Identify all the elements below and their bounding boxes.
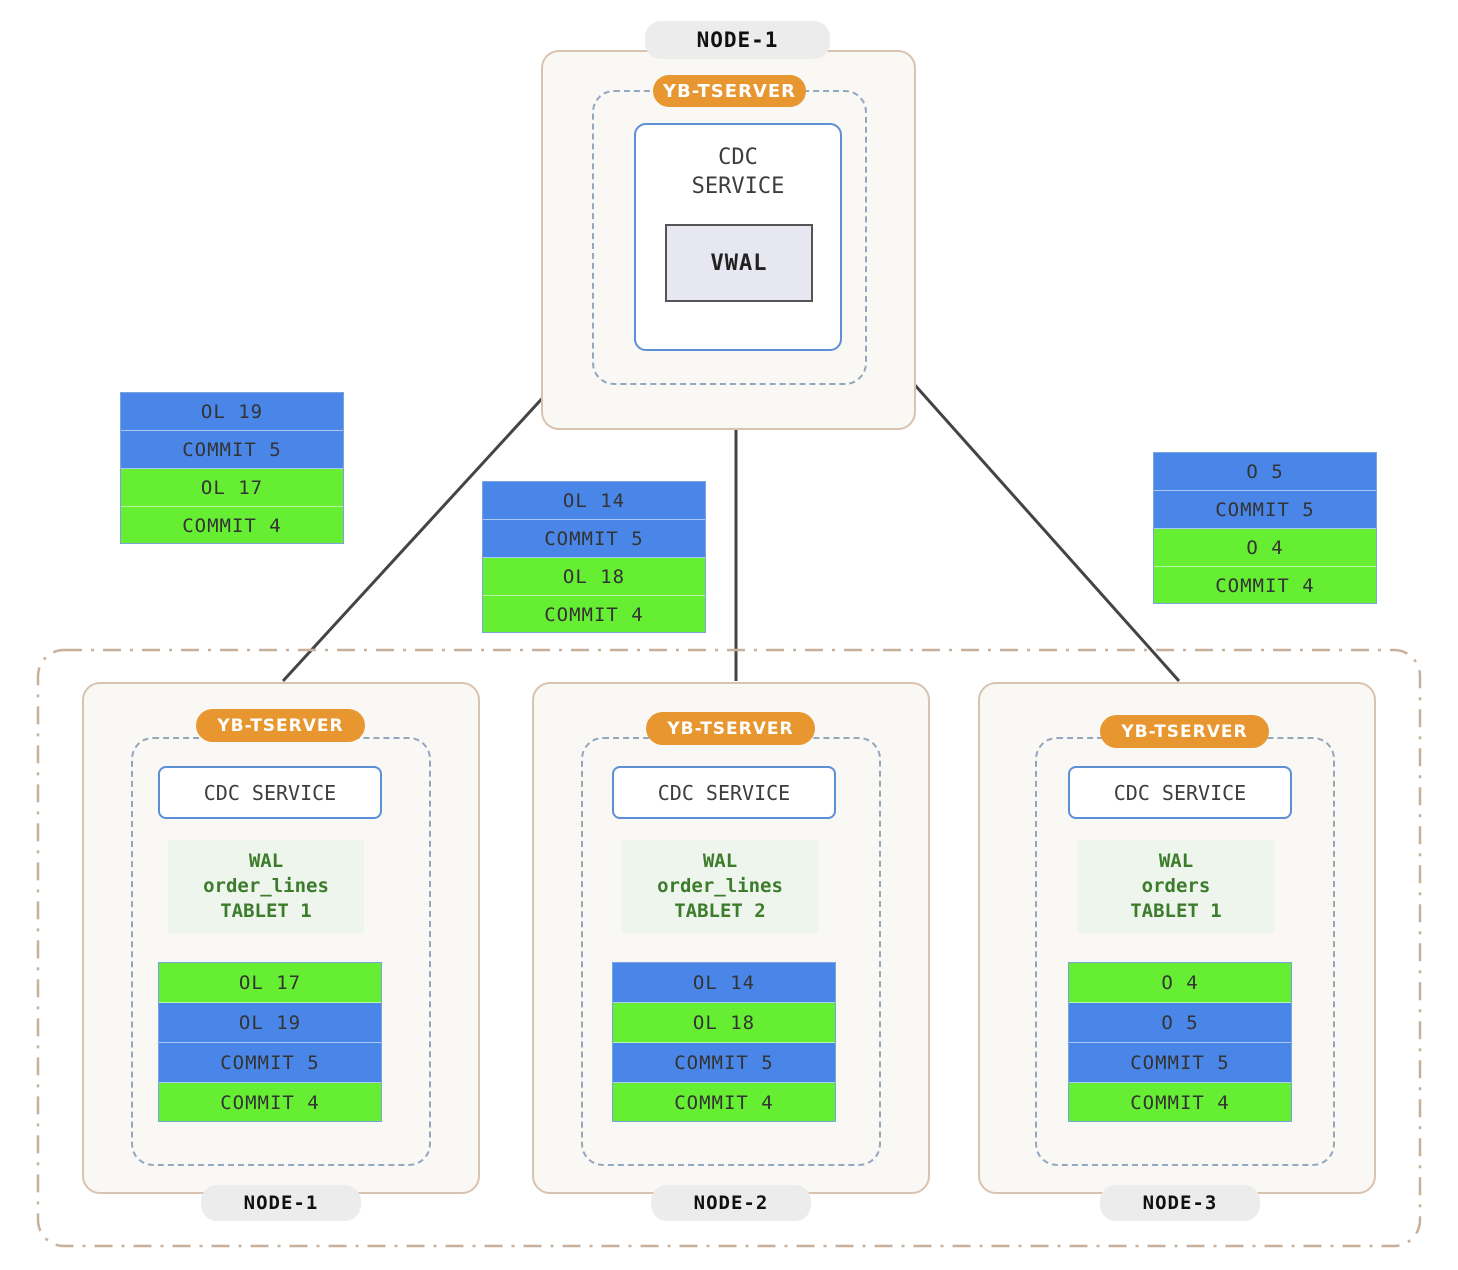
stack-row: COMMIT 5 — [483, 520, 705, 558]
stack-row: COMMIT 4 — [159, 1083, 381, 1121]
stack-row: COMMIT 4 — [613, 1083, 835, 1121]
stack-row: COMMIT 4 — [121, 507, 343, 543]
top-cdc-service-label: CDC SERVICE — [691, 145, 785, 200]
stack-row: COMMIT 5 — [121, 431, 343, 469]
stack-row: O 5 — [1069, 1003, 1291, 1043]
stack-row: OL 19 — [121, 393, 343, 431]
top-tserver-pill: YB-TSERVER — [653, 75, 806, 107]
stack-row: OL 17 — [121, 469, 343, 507]
cluster-tserver-pill-2[interactable]: YB-TSERVER — [646, 712, 815, 745]
cluster-wal-box-2: WAL order_lines TABLET 2 — [622, 840, 818, 933]
cluster-outline — [36, 648, 1422, 1248]
stack-row: O 4 — [1069, 963, 1291, 1003]
vwal-box: VWAL — [665, 224, 813, 302]
stack-row: O 4 — [1154, 529, 1376, 567]
stack-row: OL 19 — [159, 1003, 381, 1043]
left-stack: OL 19 COMMIT 5 OL 17 COMMIT 4 — [120, 392, 344, 544]
cluster-cdc-box-2[interactable]: CDC SERVICE — [612, 766, 836, 819]
cluster-tserver-label-2: YB-TSERVER — [667, 718, 794, 739]
cluster-wal-box-3: WAL orders TABLET 1 — [1078, 840, 1274, 933]
cluster-tserver-pill-1[interactable]: YB-TSERVER — [196, 709, 365, 742]
stack-row: COMMIT 4 — [483, 596, 705, 632]
top-node-label-pill: NODE-1 — [645, 21, 830, 59]
stack-row: OL 14 — [613, 963, 835, 1003]
stack-row: COMMIT 5 — [1069, 1043, 1291, 1083]
stack-row: OL 18 — [613, 1003, 835, 1043]
cluster-cdc-box-1[interactable]: CDC SERVICE — [158, 766, 382, 819]
stack-row: COMMIT 5 — [159, 1043, 381, 1083]
cluster-tserver-pill-3[interactable]: YB-TSERVER — [1100, 715, 1269, 748]
stack-row: COMMIT 5 — [613, 1043, 835, 1083]
stack-row: OL 17 — [159, 963, 381, 1003]
cluster-node-label-3: NODE-3 — [1142, 1192, 1218, 1214]
cluster-node-label-pill-1: NODE-1 — [201, 1185, 361, 1221]
top-node-label: NODE-1 — [696, 28, 779, 52]
cluster-stack-1: OL 17 OL 19 COMMIT 5 COMMIT 4 — [158, 962, 382, 1122]
right-stack: O 5 COMMIT 5 O 4 COMMIT 4 — [1153, 452, 1377, 604]
cluster-cdc-label-1: CDC SERVICE — [203, 780, 337, 805]
stack-row: OL 18 — [483, 558, 705, 596]
stack-row: COMMIT 5 — [1154, 491, 1376, 529]
stack-row: OL 14 — [483, 482, 705, 520]
stack-row: O 5 — [1154, 453, 1376, 491]
top-tserver-label: YB-TSERVER — [662, 80, 797, 102]
cluster-node-label-1: NODE-1 — [243, 1192, 319, 1214]
cluster-wal-box-1: WAL order_lines TABLET 1 — [168, 840, 364, 933]
cluster-node-label-2: NODE-2 — [693, 1192, 769, 1214]
vwal-label: VWAL — [710, 250, 768, 276]
cluster-cdc-label-2: CDC SERVICE — [657, 780, 791, 805]
cluster-cdc-box-3[interactable]: CDC SERVICE — [1068, 766, 1292, 819]
cluster-node-label-pill-2: NODE-2 — [651, 1185, 811, 1221]
cluster-stack-3: O 4 O 5 COMMIT 5 COMMIT 4 — [1068, 962, 1292, 1122]
cluster-stack-2: OL 14 OL 18 COMMIT 5 COMMIT 4 — [612, 962, 836, 1122]
stack-row: COMMIT 4 — [1154, 567, 1376, 603]
cluster-tserver-label-3: YB-TSERVER — [1121, 721, 1248, 742]
middle-stack: OL 14 COMMIT 5 OL 18 COMMIT 4 — [482, 481, 706, 633]
stack-row: COMMIT 4 — [1069, 1083, 1291, 1121]
cluster-node-label-pill-3: NODE-3 — [1100, 1185, 1260, 1221]
cluster-cdc-label-3: CDC SERVICE — [1113, 780, 1247, 805]
cluster-tserver-label-1: YB-TSERVER — [217, 715, 344, 736]
